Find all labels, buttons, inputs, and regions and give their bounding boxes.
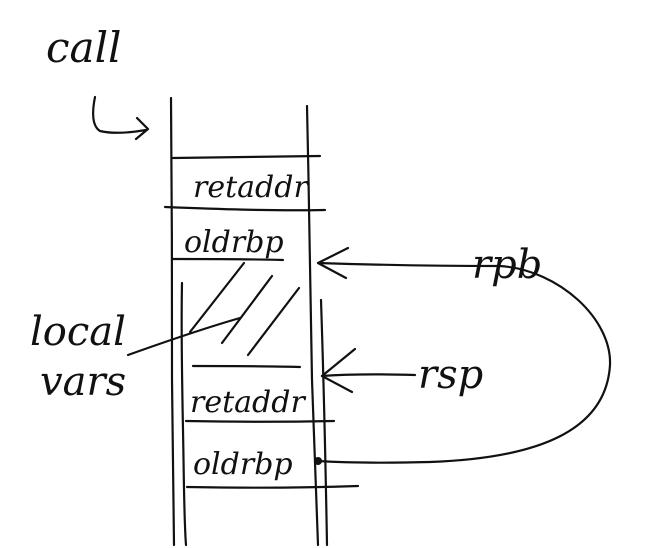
rsp-arrow-head (320, 347, 357, 394)
rpb-label: rpb (472, 242, 542, 288)
local-vars-pointer (126, 316, 242, 357)
local-vars-label-line1: local (30, 309, 126, 355)
inner-frame-left (180, 281, 188, 547)
rsp-label: rsp (418, 352, 483, 398)
cell-oldrbp-bottom: oldrbp (193, 447, 293, 482)
cell-oldrbp-top: oldrbp (184, 225, 284, 260)
rpb-arrow-head (316, 246, 350, 280)
stack-left-wall (169, 96, 176, 547)
rsp-arrow-line (320, 373, 417, 378)
cell-retaddr-bottom: retaddr (190, 385, 306, 420)
stack-right-wall (305, 104, 320, 547)
inner-frame-right (319, 298, 329, 547)
saved-rbp-link-dot (314, 457, 322, 465)
local-vars-label-line2: vars (40, 359, 126, 405)
divider-3 (171, 257, 285, 262)
rpb-arrow-line (316, 261, 502, 268)
call-label: call (46, 23, 121, 72)
divider-top (171, 154, 322, 160)
divider-6 (185, 484, 360, 489)
call-arrow (92, 95, 150, 141)
saved-rbp-link-curve (316, 264, 612, 464)
hatch-2 (220, 274, 274, 345)
divider-2 (163, 205, 327, 212)
cell-retaddr-top: retaddr (193, 170, 309, 205)
hatch-3 (246, 286, 301, 357)
divider-5 (184, 419, 336, 423)
divider-4 (191, 364, 302, 369)
hatch-1 (188, 261, 246, 334)
